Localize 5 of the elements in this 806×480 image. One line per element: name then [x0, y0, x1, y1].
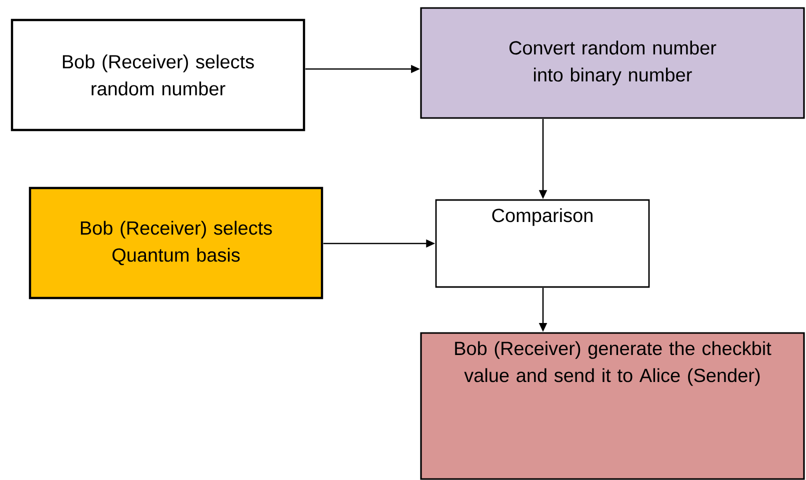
process-box: Bob (Receiver) generate the checkbit value and send it to Alice (Sender) — [420, 332, 805, 480]
process-box: Bob (Receiver) selects random number — [10, 18, 306, 132]
process-box: Comparison — [435, 199, 650, 288]
process-box: Bob (Receiver) selects Quantum basis — [28, 186, 324, 300]
process-box: Convert random number into binary number — [420, 7, 805, 119]
